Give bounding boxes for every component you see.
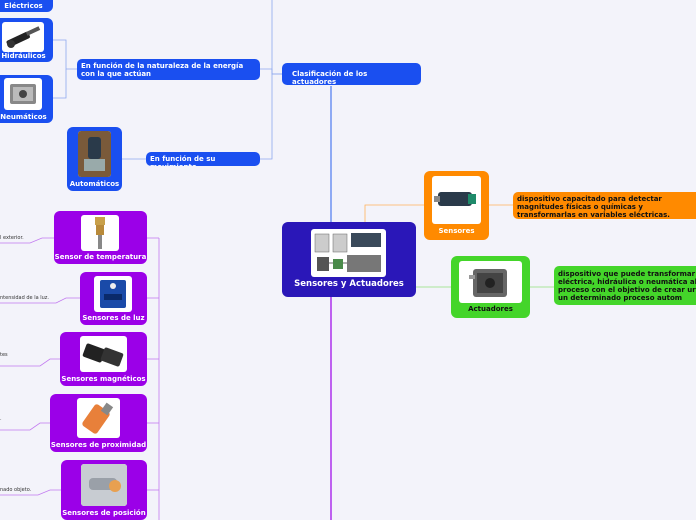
- node-actuadores-definition[interactable]: dispositivo que puede transformar en elé…: [554, 266, 696, 305]
- sensor-posicion-label: Sensores de posición: [62, 509, 146, 517]
- node-automaticos[interactable]: Automáticos: [67, 127, 122, 191]
- link-clasificacion-up: [271, 0, 282, 75]
- node-clasificacion-label: Clasificación de los actuadores: [292, 70, 368, 85]
- node-automaticos-label: Automáticos: [69, 180, 120, 188]
- node-sensor-temperatura[interactable]: Sensor de temperatura: [54, 211, 147, 264]
- sensor-luz-label: Sensores de luz: [82, 314, 145, 322]
- node-sensores-label: Sensores: [438, 227, 475, 235]
- pneumatic-actuator-icon: [4, 78, 42, 110]
- sensor-posicion-note: nado objeto.: [0, 487, 32, 493]
- sensor-proximidad-label: Sensores de proximidad: [50, 441, 147, 449]
- proximity-sensor-icon: [77, 398, 120, 438]
- node-sensores-definition-text: dispositivo capacitado para detectar mag…: [517, 195, 670, 219]
- node-neumaticos[interactable]: Neumáticos: [0, 75, 53, 123]
- link-energia-electricos: [52, 39, 77, 70]
- node-energia[interactable]: En función de la naturaleza de la energí…: [77, 59, 260, 80]
- light-sensor-icon: [94, 276, 132, 312]
- automatic-actuator-icon: [78, 131, 111, 177]
- node-actuadores-label: Actuadores: [468, 305, 513, 313]
- sensor-magneticos-note: tes: [0, 352, 8, 358]
- node-neumaticos-label: Neumáticos: [0, 113, 47, 121]
- node-actuadores-definition-text: dispositivo que puede transformar en elé…: [558, 270, 696, 302]
- node-sensores[interactable]: Sensores: [424, 171, 489, 240]
- node-movimiento-label: En función de su movimiento: [150, 155, 216, 166]
- sensor-temperatura-label: Sensor de temperatura: [54, 253, 147, 261]
- sensor-luz-note: ntensidad de la luz.: [0, 295, 50, 301]
- node-actuadores[interactable]: Actuadores: [451, 256, 530, 318]
- link-clasificacion-movimiento: [260, 74, 273, 160]
- node-sensor-proximidad[interactable]: Sensores de proximidad: [50, 394, 147, 452]
- link-root-sensores: [364, 204, 424, 222]
- node-sensor-luz[interactable]: Sensores de luz: [80, 272, 147, 325]
- node-root[interactable]: Sensores y Actuadores: [282, 222, 416, 297]
- node-sensor-magneticos[interactable]: Sensores magnéticos: [60, 332, 147, 386]
- sensor-proximidad-note: .: [0, 416, 2, 422]
- hydraulic-cylinder-icon: [2, 22, 44, 52]
- node-sensor-posicion[interactable]: Sensores de posición: [61, 460, 147, 520]
- node-electricos[interactable]: Eléctricos: [0, 0, 53, 12]
- magnetic-sensor-icon: [80, 336, 127, 372]
- circuit-board-icon: [311, 229, 386, 277]
- node-root-label: Sensores y Actuadores: [294, 279, 404, 289]
- node-movimiento[interactable]: En función de su movimiento: [146, 152, 260, 166]
- sensor-icon: [432, 176, 481, 224]
- node-clasificacion[interactable]: Clasificación de los actuadores: [282, 63, 421, 85]
- sensor-temperatura-note: l exterior.: [0, 235, 24, 241]
- sensor-magneticos-label: Sensores magnéticos: [61, 375, 146, 383]
- node-hidraulicos[interactable]: Hidráulicos: [0, 18, 53, 62]
- node-hidraulicos-label: Hidráulicos: [1, 52, 46, 60]
- node-electricos-label: Eléctricos: [4, 2, 43, 10]
- link-energia-neumaticos: [52, 69, 67, 99]
- actuator-icon: [459, 261, 522, 303]
- thermistor-icon: [81, 215, 119, 251]
- position-sensor-icon: [81, 464, 127, 506]
- node-sensores-definition[interactable]: dispositivo capacitado para detectar mag…: [513, 192, 696, 219]
- link-clasificacion-energia: [260, 68, 282, 75]
- node-energia-label: En función de la naturaleza de la energí…: [81, 62, 244, 78]
